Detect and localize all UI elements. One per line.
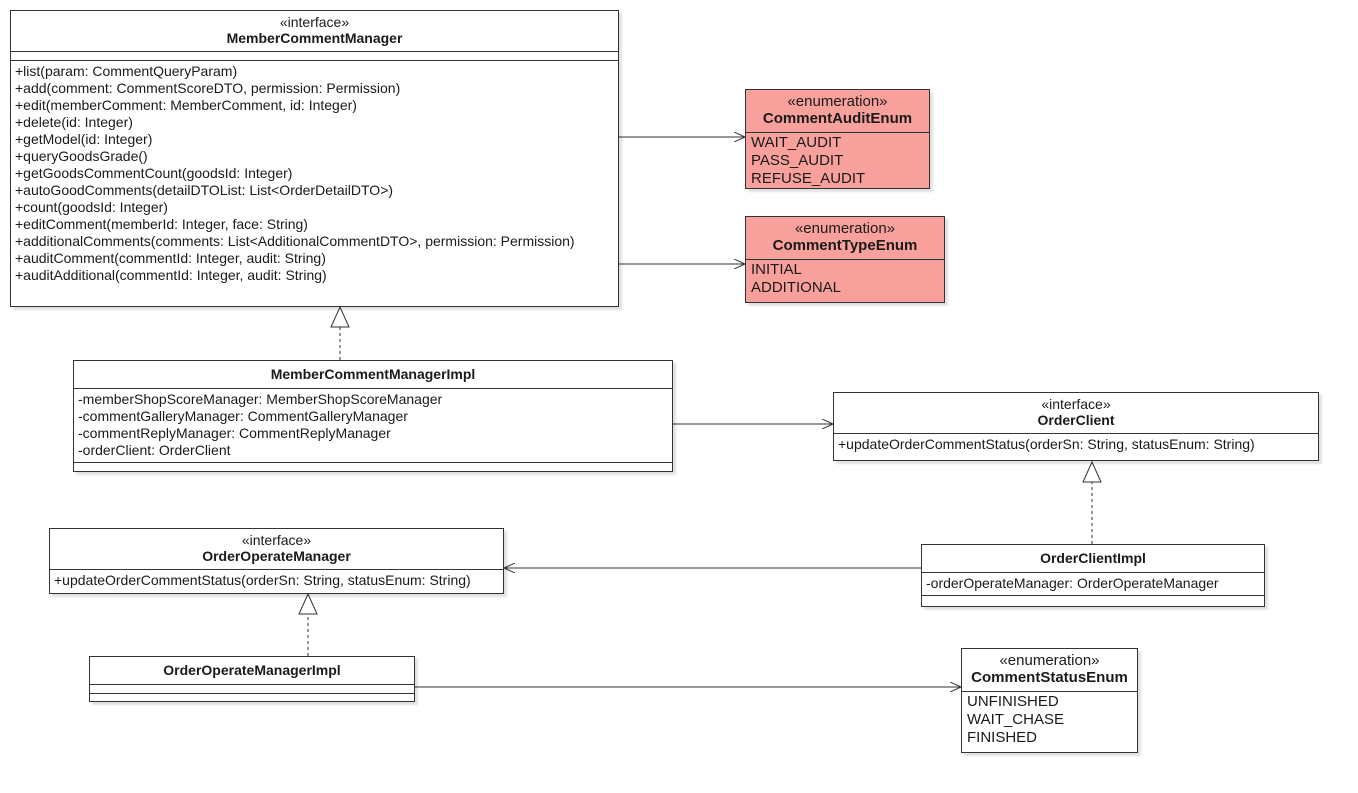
realization-triangle-operate (298, 592, 318, 615)
class-header: «interface» MemberCommentManager (11, 11, 618, 52)
enum-comment-status[interactable]: «enumeration» CommentStatusEnum UNFINISH… (961, 648, 1138, 753)
operation-row: +getGoodsCommentCount(goodsId: Integer) (15, 165, 293, 181)
enum-value: INITIAL (751, 261, 802, 278)
attribute-row: -commentReplyManager: CommentReplyManage… (78, 425, 391, 441)
realization-triangle-client (1082, 460, 1102, 483)
enum-values-compartment: WAIT_AUDIT PASS_AUDIT REFUSE_AUDIT (746, 133, 929, 190)
attribute-row: -orderOperateManager: OrderOperateManage… (926, 575, 1219, 591)
operation-row: +add(comment: CommentScoreDTO, permissio… (15, 80, 401, 96)
stereotype-label: «interface» (1041, 396, 1111, 412)
class-name: MemberCommentManager (226, 30, 403, 46)
class-name: CommentTypeEnum (772, 237, 918, 254)
operation-row: +queryGoodsGrade() (15, 148, 148, 164)
class-order-client[interactable]: «interface» OrderClient +updateOrderComm… (833, 392, 1319, 461)
operation-row: +count(goodsId: Integer) (15, 199, 168, 215)
operation-row: +updateOrderCommentStatus(orderSn: Strin… (54, 572, 471, 588)
stereotype-label: «interface» (241, 532, 312, 548)
class-name: OrderClient (1037, 412, 1115, 428)
enum-value: REFUSE_AUDIT (751, 170, 866, 187)
class-header: OrderClientImpl (922, 545, 1264, 573)
class-member-comment-manager-impl[interactable]: MemberCommentManagerImpl -memberShopScor… (73, 360, 673, 472)
class-name: OrderClientImpl (1040, 550, 1146, 566)
enum-value: FINISHED (967, 729, 1038, 746)
class-order-operate-manager[interactable]: «interface» OrderOperateManager +updateO… (49, 528, 504, 594)
class-member-comment-manager[interactable]: «interface» MemberCommentManager +list(p… (10, 10, 619, 307)
operation-row: +delete(id: Integer) (15, 114, 133, 130)
operation-row: +list(param: CommentQueryParam) (15, 63, 238, 79)
attribute-row: -memberShopScoreManager: MemberShopScore… (78, 391, 443, 407)
class-name: OrderOperateManager (202, 548, 351, 564)
enum-value: WAIT_AUDIT (751, 134, 842, 151)
operations-compartment: +updateOrderCommentStatus(orderSn: Strin… (50, 570, 503, 592)
stereotype-label: «enumeration» (787, 93, 888, 110)
enum-values-compartment: UNFINISHED WAIT_CHASE FINISHED (962, 692, 1137, 749)
class-order-operate-manager-impl[interactable]: OrderOperateManagerImpl (89, 656, 415, 702)
attribute-row: -commentGalleryManager: CommentGalleryMa… (78, 408, 408, 424)
realization-triangle-manager (330, 305, 350, 328)
operations-compartment (90, 694, 414, 702)
class-name: CommentAuditEnum (762, 110, 913, 127)
operations-compartment: +list(param: CommentQueryParam) +add(com… (11, 61, 618, 287)
operations-compartment (922, 596, 1264, 604)
attribute-row: -orderClient: OrderClient (78, 442, 231, 458)
enum-comment-type[interactable]: «enumeration» CommentTypeEnum INITIAL AD… (745, 216, 945, 303)
operation-row: +editComment(memberId: Integer, face: St… (15, 216, 308, 232)
stereotype-label: «enumeration» (999, 652, 1100, 669)
class-name: MemberCommentManagerImpl (270, 366, 476, 382)
operations-compartment: +updateOrderCommentStatus(orderSn: Strin… (834, 434, 1318, 456)
enum-value: WAIT_CHASE (967, 711, 1064, 728)
operation-row: +getModel(id: Integer) (15, 131, 153, 147)
operation-row: +updateOrderCommentStatus(orderSn: Strin… (838, 436, 1255, 452)
enum-value: UNFINISHED (967, 693, 1059, 710)
attributes-compartment: -orderOperateManager: OrderOperateManage… (922, 573, 1264, 596)
operation-row: +auditAdditional(commentId: Integer, aud… (15, 267, 327, 283)
operation-row: +edit(memberComment: MemberComment, id: … (15, 97, 357, 113)
attributes-compartment (11, 52, 618, 61)
enum-values-compartment: INITIAL ADDITIONAL (746, 260, 944, 299)
class-header: MemberCommentManagerImpl (74, 361, 672, 389)
enum-value: ADDITIONAL (751, 279, 842, 296)
attributes-compartment: -memberShopScoreManager: MemberShopScore… (74, 389, 672, 463)
class-header: «interface» OrderOperateManager (50, 529, 503, 570)
attributes-compartment (90, 685, 414, 694)
class-name: OrderOperateManagerImpl (163, 662, 341, 678)
operation-row: +auditComment(commentId: Integer, audit:… (15, 250, 326, 266)
class-name: CommentStatusEnum (971, 669, 1128, 686)
class-header: «interface» OrderClient (834, 393, 1318, 434)
enum-value: PASS_AUDIT (751, 152, 844, 169)
class-header: «enumeration» CommentAuditEnum (746, 90, 929, 133)
operations-compartment (74, 463, 672, 471)
class-header: OrderOperateManagerImpl (90, 657, 414, 685)
stereotype-label: «interface» (279, 14, 350, 30)
operation-row: +additionalComments(comments: List<Addit… (15, 233, 575, 249)
class-header: «enumeration» CommentTypeEnum (746, 217, 944, 260)
enum-comment-audit[interactable]: «enumeration» CommentAuditEnum WAIT_AUDI… (745, 89, 930, 189)
class-header: «enumeration» CommentStatusEnum (962, 649, 1137, 692)
class-order-client-impl[interactable]: OrderClientImpl -orderOperateManager: Or… (921, 544, 1265, 607)
operation-row: +autoGoodComments(detailDTOList: List<Or… (15, 182, 394, 198)
stereotype-label: «enumeration» (794, 220, 896, 237)
